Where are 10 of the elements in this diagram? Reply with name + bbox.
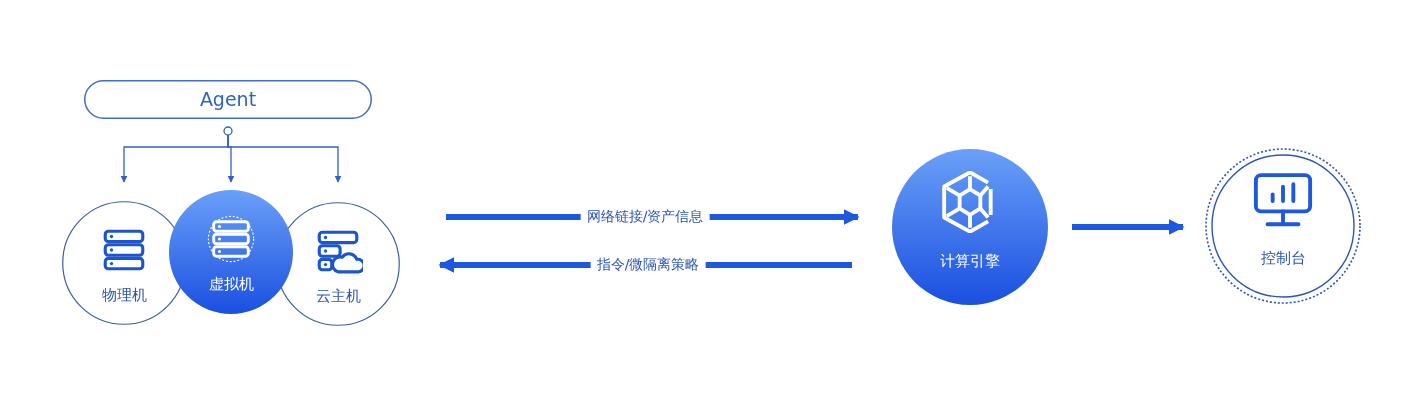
node-label: 物理机 bbox=[101, 286, 147, 305]
arrow bbox=[1072, 219, 1185, 235]
node-label: 计算引擎 bbox=[940, 252, 1000, 271]
node-label: 控制台 bbox=[1260, 249, 1306, 268]
edge-label: 网络链接/资产信息 bbox=[580, 208, 710, 226]
node-label: 虚拟机 bbox=[208, 275, 254, 294]
arrow bbox=[227, 134, 342, 183]
node-label: Agent bbox=[199, 88, 257, 110]
node-label: 云主机 bbox=[315, 287, 361, 306]
edge-label: 指令/微隔离策略 bbox=[590, 256, 706, 274]
